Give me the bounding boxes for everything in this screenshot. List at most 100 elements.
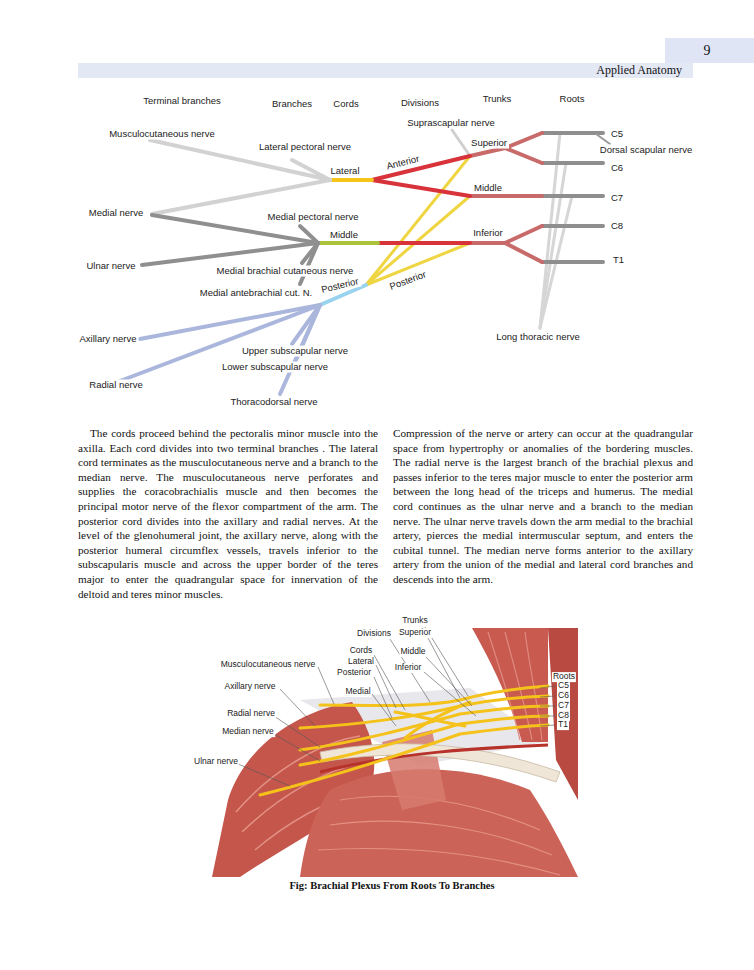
drawn-shape bbox=[470, 194, 542, 198]
nerve-label: T1 bbox=[611, 255, 626, 266]
drawn-shape bbox=[596, 134, 610, 144]
column-header: Branches bbox=[270, 99, 314, 110]
nerve-label: Lateral pectoral nerve bbox=[257, 142, 353, 153]
drawn-shape bbox=[120, 130, 610, 394]
figure-label: T1 bbox=[557, 720, 569, 730]
nerve-label: Long thoracic nerve bbox=[494, 332, 581, 343]
figure-label: Divisions bbox=[356, 629, 392, 639]
drawn-shape bbox=[280, 689, 315, 726]
drawn-shape bbox=[238, 627, 555, 786]
nerve-label: C8 bbox=[609, 221, 625, 232]
drawn-shape bbox=[372, 180, 470, 196]
nerve-label: C6 bbox=[609, 163, 625, 174]
drawn-shape bbox=[542, 161, 603, 165]
nerve-label: Anterior bbox=[384, 153, 423, 173]
drawn-shape bbox=[330, 178, 372, 182]
figure-label: C6 bbox=[557, 691, 570, 701]
drawn-shape bbox=[542, 131, 603, 135]
figure-label: Radial nerve bbox=[226, 709, 276, 719]
drawn-shape bbox=[142, 243, 318, 265]
figure-label: Lateral bbox=[347, 657, 375, 667]
drawn-shape bbox=[274, 716, 320, 747]
column-header: Cords bbox=[331, 99, 360, 110]
running-head: Applied Anatomy bbox=[596, 64, 682, 78]
drawn-shape bbox=[366, 156, 470, 285]
figure-label: Musculocutaneous nerve bbox=[220, 660, 317, 670]
drawn-shape bbox=[366, 156, 470, 285]
nerve-label: Ulnar nerve bbox=[84, 261, 137, 272]
nerve-label: Medial nerve bbox=[87, 208, 145, 219]
nerve-label: Axillary nerve bbox=[77, 334, 138, 345]
figure-label: Superior bbox=[398, 628, 432, 638]
drawn-shape bbox=[318, 796, 560, 875]
drawn-shape bbox=[78, 63, 693, 78]
drawn-shape bbox=[238, 764, 290, 786]
column-header: Trunks bbox=[481, 94, 514, 105]
drawn-shape bbox=[426, 657, 472, 706]
nerve-label: Radial nerve bbox=[87, 380, 144, 391]
drawn-shape bbox=[378, 241, 470, 245]
drawn-shape bbox=[318, 848, 560, 875]
drawn-shape bbox=[140, 305, 320, 339]
nerve-label: Musculocutaneous nerve bbox=[107, 129, 217, 140]
drawn-shape bbox=[260, 686, 548, 795]
drawn-shape bbox=[292, 160, 330, 180]
nerve-label: Lateral bbox=[328, 166, 361, 177]
drawn-shape bbox=[395, 712, 465, 726]
drawn-shape bbox=[424, 672, 476, 716]
drawn-shape bbox=[452, 130, 470, 156]
drawn-shape bbox=[318, 667, 334, 704]
body-paragraph: The cords proceed behind the pectoralis … bbox=[78, 426, 378, 601]
figure-label: Median nerve bbox=[221, 727, 275, 737]
figure-label: Ulnar nerve bbox=[193, 757, 239, 767]
nerve-label: Middle bbox=[472, 183, 504, 194]
drawn-shape bbox=[320, 744, 560, 782]
nerve-label: Superior bbox=[469, 138, 509, 149]
drawn-shape bbox=[374, 677, 392, 718]
drawn-shape bbox=[540, 163, 566, 328]
drawn-shape bbox=[274, 734, 320, 761]
figure-caption: Fig: Brachial Plexus From Roots To Branc… bbox=[289, 880, 494, 892]
figure-label: C7 bbox=[557, 701, 570, 711]
drawn-shape bbox=[542, 133, 603, 262]
nerve-label: Medial brachial cutaneous nerve bbox=[215, 266, 356, 277]
drawn-shape bbox=[470, 226, 542, 243]
drawn-shape bbox=[540, 716, 555, 717]
drawn-shape bbox=[542, 260, 603, 264]
nerve-label: Posterior bbox=[318, 276, 361, 297]
nerve-label: Middle bbox=[328, 230, 360, 241]
drawn-shape bbox=[540, 725, 555, 726]
nerve-label: Suprascapular nerve bbox=[405, 118, 497, 129]
figure-label: Posterior bbox=[336, 668, 372, 678]
drawn-shape bbox=[470, 133, 542, 156]
drawn-shape bbox=[470, 133, 542, 262]
nerve-label: Upper subscapular nerve bbox=[240, 346, 350, 357]
drawn-shape bbox=[542, 194, 603, 198]
figure-label: Trunks bbox=[401, 616, 429, 626]
drawn-shape bbox=[540, 686, 555, 688]
column-header: Divisions bbox=[399, 98, 441, 109]
nerve-label: Lower subscapular nerve bbox=[220, 362, 330, 373]
figure-label: Cords bbox=[349, 646, 374, 656]
drawn-shape bbox=[505, 148, 542, 163]
drawn-shape bbox=[300, 243, 318, 284]
column-header: Roots bbox=[558, 94, 587, 105]
figure-label: C5 bbox=[557, 681, 570, 691]
nerve-label: Thoracodorsal nerve bbox=[228, 397, 319, 408]
nerve-label: C5 bbox=[609, 129, 625, 140]
drawn-shape bbox=[320, 686, 548, 706]
drawn-shape bbox=[540, 706, 555, 707]
nerve-label: Posterior bbox=[386, 269, 429, 294]
drawn-shape bbox=[488, 632, 520, 740]
drawn-shape bbox=[330, 821, 552, 855]
drawn-shape bbox=[372, 694, 396, 726]
nerve-label: Medial pectoral nerve bbox=[266, 212, 361, 223]
nerve-label: Dorsal scapular nerve bbox=[598, 145, 694, 156]
drawn-shape bbox=[505, 243, 542, 262]
figure-label: Inferior bbox=[394, 663, 422, 673]
nerve-label: C7 bbox=[609, 193, 625, 204]
figure-label: Axillary nerve bbox=[223, 682, 276, 692]
nerve-label: Inferior bbox=[471, 228, 505, 239]
drawn-shape bbox=[540, 696, 555, 697]
